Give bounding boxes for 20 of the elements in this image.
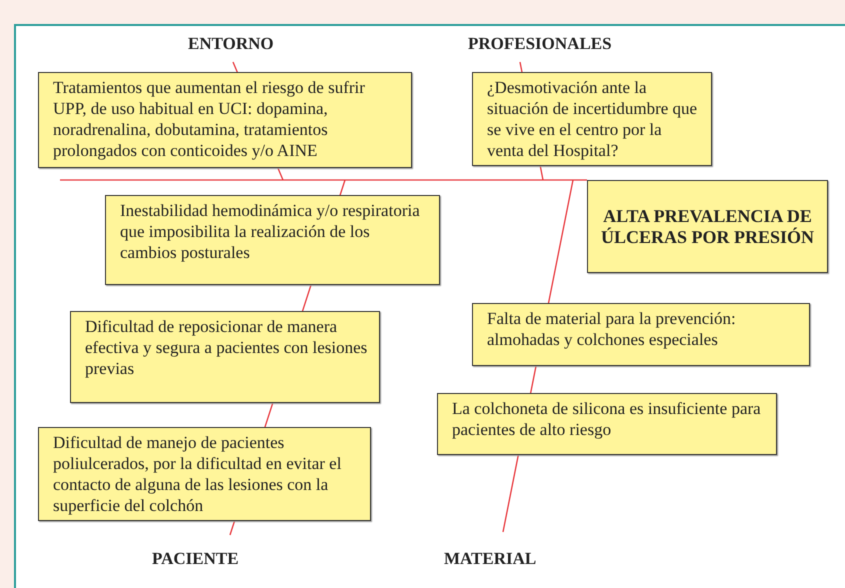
- cause-box: [105, 195, 440, 285]
- effect-text: ALTA PREVALENCIA DE ÚLCERAS POR PRESIÓN: [600, 206, 816, 248]
- cause-text: Inestabilidad hemodinámica y/o respiratoria que imposibilita la realización de los cambios posturales: [120, 200, 421, 263]
- effect-box: [587, 180, 828, 273]
- category-label: ENTORNO: [188, 34, 274, 54]
- category-label: MATERIAL: [444, 549, 536, 569]
- cause-box: [38, 72, 412, 168]
- cause-box: [70, 311, 380, 403]
- cause-text: Falta de material para la prevención: almohadas y colchones especiales: [487, 308, 737, 350]
- cause-box: [472, 303, 810, 366]
- cause-text: Dificultad de reposicionar de manera efectiva y segura a pacientes con lesiones previas: [85, 316, 368, 379]
- cause-text: ¿Desmotivación ante la situación de incertidumbre que se vive en el centro por la venta del Hospital?: [487, 77, 698, 161]
- cause-text: La colchoneta de silicona es insuficiente para pacientes de alto riesgo: [452, 398, 762, 440]
- category-label: PACIENTE: [152, 549, 239, 569]
- cause-text: Tratamientos que aumentan el riesgo de sufrir UPP, de uso habitual en UCI: dopamina, noradrenalina, dobutamina, tratamientos prolongados con conticoides y/o AINE: [53, 77, 366, 161]
- cause-box: [38, 427, 371, 521]
- cause-text: Dificultad de manejo de pacientes poliulcerados, por la dificultad en evitar el contacto de alguna de las lesiones con la superficie del colchón: [53, 432, 342, 516]
- cause-box: [472, 72, 712, 166]
- category-label: PROFESIONALES: [468, 34, 612, 54]
- cause-box: [437, 393, 777, 455]
